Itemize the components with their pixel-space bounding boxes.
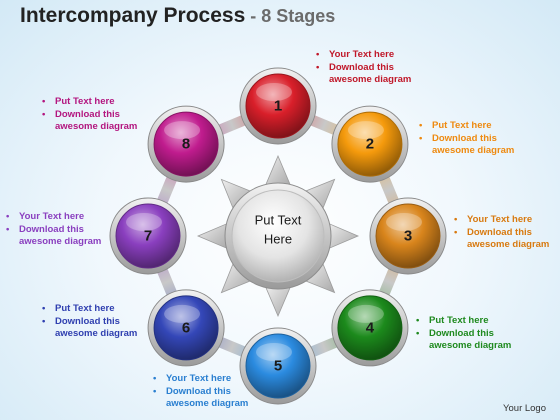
stage-5-label: •Your Text here •Download this awesome d… (153, 373, 249, 409)
stage-5-number: 5 (274, 358, 282, 375)
stage-1-disc (245, 73, 311, 139)
stage-3-bullet2b: awesome diagram (467, 239, 550, 250)
stage-5-disc (245, 333, 311, 399)
star-point (196, 222, 228, 250)
stage-6-bullet1: Put Text here (55, 303, 115, 314)
stage-7-highlight (126, 213, 162, 231)
stage-1-bullet2b: awesome diagram (329, 74, 412, 85)
stage-3-bullet1: Your Text here (467, 214, 533, 225)
stage-3-number: 3 (404, 228, 412, 245)
title-subtitle: 8 Stages (261, 6, 336, 26)
stage-4-node: 4 (331, 289, 409, 367)
stage-6-label: •Put Text here •Download this awesome di… (42, 303, 138, 339)
stage-2-bullet1: Put Text here (432, 120, 492, 131)
stage-8-disc (153, 111, 219, 177)
stage-8-node: 8 (147, 105, 225, 183)
star-point (328, 222, 360, 250)
stage-4-bullet2b: awesome diagram (429, 340, 512, 351)
stage-7-label: •Your Text here •Download this awesome d… (6, 211, 102, 247)
stage-2-disc (337, 111, 403, 177)
stage-6-bullet2b: awesome diagram (55, 328, 138, 339)
stage-3-disc (375, 203, 441, 269)
stage-7-bullet2b: awesome diagram (19, 236, 102, 247)
stage-6-number: 6 (182, 319, 190, 336)
stage-7-bullet1: Your Text here (19, 211, 85, 222)
stage-5-bullet2b: awesome diagram (166, 398, 249, 409)
center-star-burst (196, 154, 360, 318)
page-title: Intercompany Process - 8 Stages (20, 4, 335, 28)
stage-3-node: 3 (369, 197, 447, 275)
stage-1-node: 1 (239, 67, 317, 145)
stage-4-label: •Put Text here •Download this awesome di… (416, 315, 512, 351)
stage-8-bullet2a: Download this (55, 108, 120, 120)
stage-3-highlight (386, 213, 422, 231)
stage-5-highlight (256, 343, 292, 361)
stage-7-number: 7 (144, 228, 152, 245)
stage-4-bullet1: Put Text here (429, 315, 489, 326)
stage-4-number: 4 (366, 319, 375, 336)
stage-2-label: •Put Text here •Download this awesome di… (419, 120, 515, 156)
center-hub: Put Text Here (224, 182, 332, 290)
stage-7-node: 7 (109, 197, 187, 275)
stage-6-highlight (164, 304, 201, 323)
title-main: Intercompany Process (20, 4, 246, 27)
stage-2-bullet2a: Download this (432, 132, 497, 144)
stage-3-bullet2a: Download this (467, 226, 532, 238)
stage-7-bullet2a: Download this (19, 223, 84, 235)
stage-3-label: •Your Text here •Download this awesome d… (454, 214, 550, 250)
stage-8-highlight (164, 121, 201, 140)
stage-2-number: 2 (366, 136, 374, 153)
stage-2-bullet2b: awesome diagram (432, 145, 515, 156)
stage-6-disc (153, 295, 219, 361)
center-text-line1: Put Text (255, 213, 302, 228)
stage-1-highlight (256, 83, 292, 101)
logo-text: Your Logo (503, 403, 546, 414)
stage-1-bullet1: Your Text here (329, 49, 395, 60)
star-point (264, 154, 292, 186)
stage-2-highlight (347, 121, 384, 140)
stage-7-disc (115, 203, 181, 269)
stage-1-number: 1 (274, 98, 282, 115)
stage-8-bullet2b: awesome diagram (55, 121, 138, 132)
stage-2-node: 2 (331, 105, 409, 183)
stage-8-bullet1: Put Text here (55, 96, 115, 107)
center-text-line2: Here (264, 232, 292, 247)
stage-1-label: •Your Text here •Download this awesome d… (316, 49, 412, 85)
stage-1-bullet2a: Download this (329, 61, 394, 73)
title-separator: - (245, 6, 262, 26)
stage-5-node: 5 (239, 327, 317, 405)
stage-4-disc (337, 295, 403, 361)
stage-4-highlight (347, 304, 384, 323)
stage-5-bullet1: Your Text here (166, 373, 232, 384)
stage-8-label: •Put Text here •Download this awesome di… (42, 96, 138, 132)
center-hub-disc (231, 189, 325, 283)
stage-6-node: 6 (147, 289, 225, 367)
stage-4-bullet2a: Download this (429, 327, 494, 339)
stage-6-bullet2a: Download this (55, 315, 120, 327)
star-point (264, 286, 292, 318)
stage-5-bullet2a: Download this (166, 385, 231, 397)
stage-8-number: 8 (182, 136, 190, 153)
